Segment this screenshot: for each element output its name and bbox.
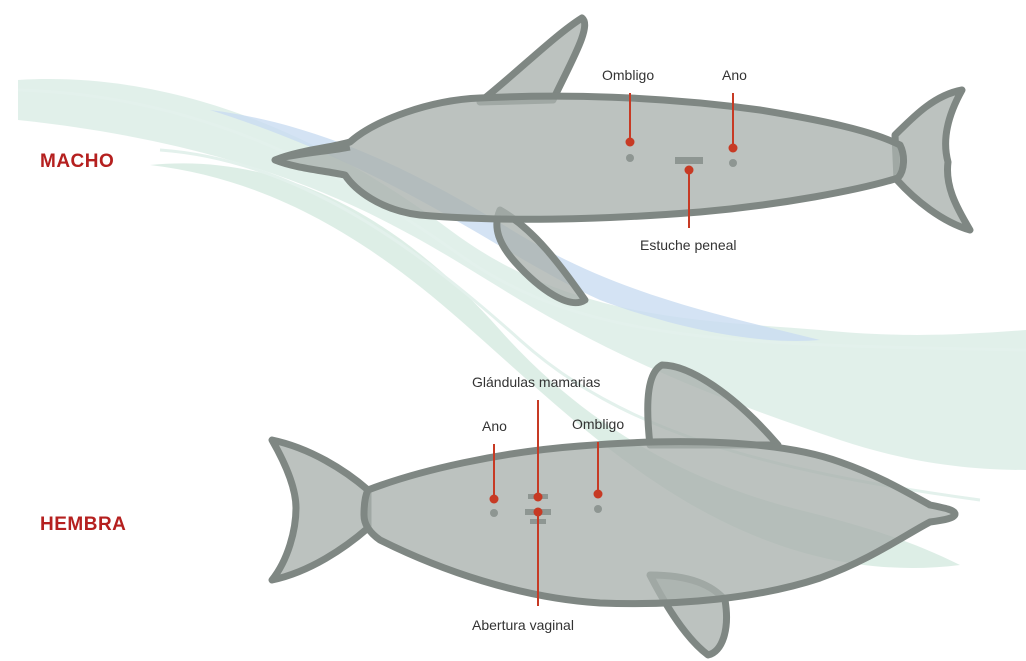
female-navel-marker (594, 490, 603, 499)
male-penile-slit-label: Estuche peneal (640, 237, 737, 253)
female-anus-marker (490, 495, 499, 504)
male-anus-label: Ano (722, 67, 747, 83)
male-anus-marker (729, 144, 738, 153)
male-navel-label: Ombligo (602, 67, 654, 83)
female-anus (490, 509, 498, 517)
female-navel (594, 505, 602, 513)
female-body (364, 442, 955, 604)
female-heading: HEMBRA (40, 514, 126, 535)
male-anus (729, 159, 737, 167)
male-navel (626, 154, 634, 162)
male-dolphin (275, 18, 970, 303)
male-penile-slit (675, 157, 703, 164)
female-genital-slit-label: Abertura vaginal (472, 617, 574, 633)
female-mammary-label: Glándulas mamarias (472, 374, 600, 390)
male-heading: MACHO (40, 151, 114, 172)
male-navel-marker (626, 138, 635, 147)
female-mammary-marker (534, 493, 543, 502)
male-body (275, 96, 904, 219)
male-dorsal-fin (480, 18, 585, 102)
female-navel-label: Ombligo (572, 416, 624, 432)
female-tail-fluke (272, 440, 368, 580)
female-anus-label: Ano (482, 418, 507, 434)
